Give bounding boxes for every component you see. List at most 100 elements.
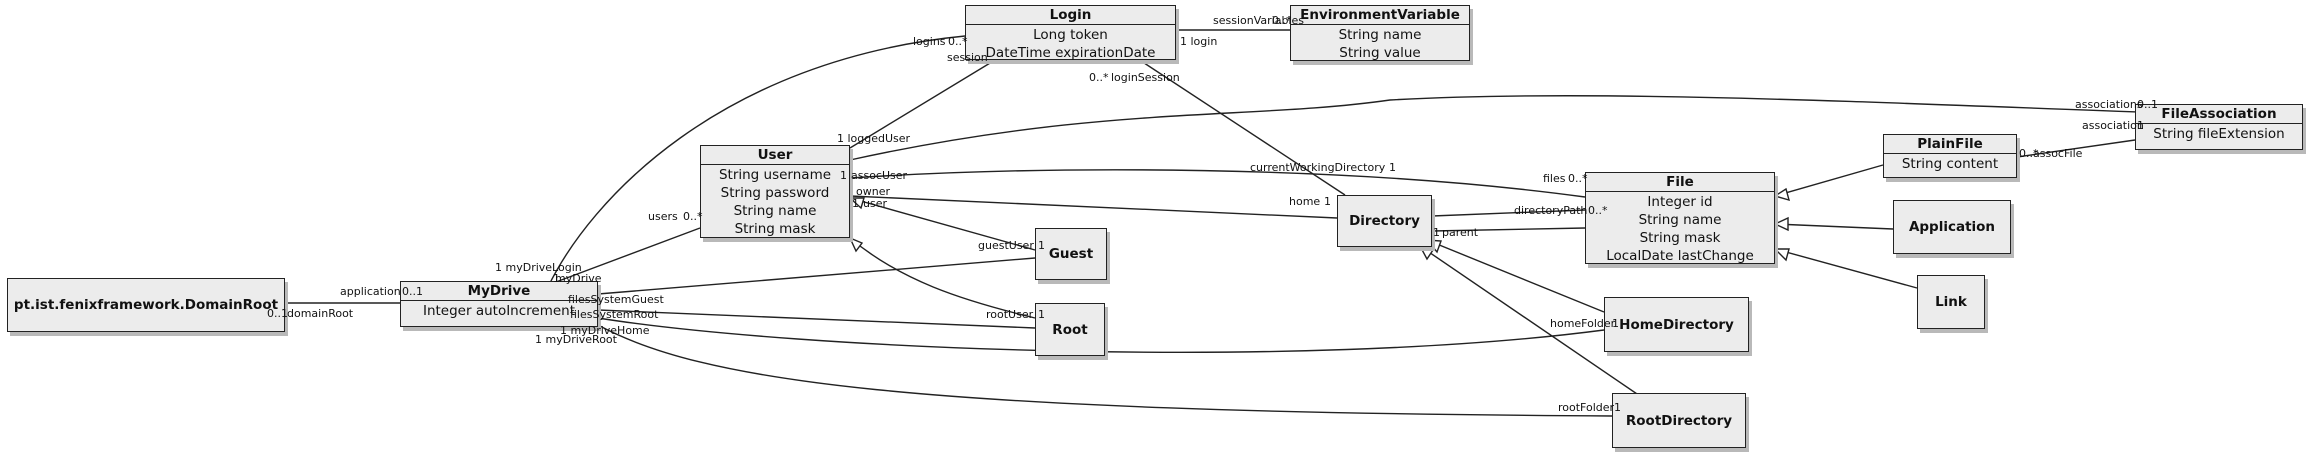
class-mydrive-attributes: Integer autoIncrement <box>401 301 597 321</box>
connector-user-directory <box>849 195 1338 219</box>
class-directory-name: Directory <box>1349 213 1420 229</box>
generalization-arrow-application <box>1773 216 1789 232</box>
role-label: 1 login <box>1180 35 1218 48</box>
connector-directory-file-parent <box>1431 227 1586 232</box>
class-login[interactable]: Login Long token DateTime expirationDate <box>965 5 1176 63</box>
generalization-arrow-rootdirectory <box>1418 244 1435 261</box>
multiplicity-label: 0..* <box>948 35 968 48</box>
generalization-root-user <box>849 237 1036 319</box>
role-label: files <box>1543 172 1566 185</box>
role-label: assocUser <box>851 169 908 182</box>
class-rootdirectory[interactable]: RootDirectory <box>1612 393 1746 448</box>
class-plainfile[interactable]: PlainFile String content <box>1883 134 2017 178</box>
multiplicity-label: 0..* <box>1588 204 1608 217</box>
generalization-arrow-plainfile <box>1773 187 1791 202</box>
connector-mydrive-guest <box>597 257 1036 295</box>
class-fileassociation[interactable]: FileAssociation String fileExtension <box>2135 104 2303 150</box>
multiplicity-label: 0..* <box>1089 71 1109 84</box>
connector-directory-file-path <box>1431 209 1586 217</box>
generalization-arrow-root <box>848 236 864 253</box>
role-label: rootFolder <box>1558 401 1615 414</box>
class-homedirectory[interactable]: HomeDirectory <box>1604 297 1749 352</box>
class-mydrive[interactable]: MyDrive Integer autoIncrement <box>400 281 598 327</box>
role-label: application <box>340 285 401 298</box>
role-label: directoryPath <box>1514 204 1588 217</box>
generalization-link-file <box>1774 248 1918 289</box>
role-label: myDrive <box>555 272 602 285</box>
class-homedirectory-name: HomeDirectory <box>1619 316 1734 333</box>
class-plainfile-attributes: String content <box>1884 154 2016 174</box>
multiplicity-label: 1 <box>1038 239 1045 252</box>
class-root-name: Root <box>1052 321 1088 338</box>
class-fileassociation-attributes: String fileExtension <box>2136 124 2302 144</box>
class-fileassociation-name: FileAssociation <box>2136 105 2302 124</box>
role-label: rootUser <box>986 308 1034 321</box>
connector-mydrive-rootdirectory <box>597 324 1613 417</box>
multiplicity-label: 0..* <box>1568 172 1588 185</box>
generalization-rootdirectory-directory <box>1419 245 1641 397</box>
class-file[interactable]: File Integer id String name String mask … <box>1585 172 1775 264</box>
role-label: 1 myDriveRoot <box>535 333 617 346</box>
role-label: filesSystemGuest <box>568 293 664 306</box>
class-domainroot[interactable]: pt.ist.fenixframework.DomainRoot <box>7 278 285 332</box>
class-directory[interactable]: Directory <box>1337 195 1432 247</box>
class-guest[interactable]: Guest <box>1035 228 1107 280</box>
class-root[interactable]: Root <box>1035 303 1105 356</box>
class-plainfile-name: PlainFile <box>1884 135 2016 154</box>
attribute: String content <box>1901 156 1999 172</box>
class-user[interactable]: User String username String password Str… <box>700 145 850 238</box>
role-label: owner <box>856 185 890 198</box>
role-label: association <box>2082 119 2144 132</box>
multiplicity-label: 0..* <box>2019 147 2039 160</box>
role-label: home <box>1289 195 1321 208</box>
multiplicity-label: 0..1 <box>2137 98 2158 111</box>
connector-mydrive-user <box>547 227 701 286</box>
connector-fileassociation-plainfile <box>2016 139 2136 158</box>
multiplicity-label: 1 <box>1324 195 1331 208</box>
class-application[interactable]: Application <box>1893 200 2011 254</box>
class-environmentvariable[interactable]: EnvironmentVariable String name String v… <box>1290 5 1470 61</box>
multiplicity-label: 1 <box>1038 308 1045 321</box>
attribute: DateTime expirationDate <box>985 45 1156 61</box>
class-link-name: Link <box>1935 294 1967 310</box>
generalization-homedirectory-directory <box>1426 239 1605 313</box>
multiplicity-label: 1 <box>1614 401 1621 414</box>
multiplicity-label: 1 <box>2137 119 2144 132</box>
class-user-name: User <box>701 146 849 165</box>
class-login-attributes: Long token DateTime expirationDate <box>966 25 1175 63</box>
multiplicity-label: 1 <box>1433 226 1440 239</box>
connector-user-fileassociation <box>849 95 2196 161</box>
connector-login-directory <box>1134 56 1346 196</box>
attribute: String password <box>720 185 830 201</box>
attribute: Integer id <box>1647 194 1713 210</box>
attribute: Integer autoIncrement <box>422 303 576 319</box>
class-link[interactable]: Link <box>1917 275 1985 329</box>
multiplicity-label: 1 <box>1612 317 1619 330</box>
multiplicity-label: 1 <box>553 272 560 285</box>
role-label: 1 myDriveLogin <box>495 261 582 274</box>
class-application-name: Application <box>1908 219 1996 235</box>
generalization-plainfile-file <box>1774 164 1884 197</box>
role-label: filesSystemRoot <box>570 308 659 321</box>
role-label: homeFolder <box>1550 317 1616 330</box>
class-user-attributes: String username String password String n… <box>701 165 849 239</box>
multiplicity-label: 0..* <box>1272 14 1292 27</box>
multiplicity-label: 1 <box>1389 161 1396 174</box>
connector-mydrive-root <box>597 309 1036 329</box>
attribute: String value <box>1339 45 1421 61</box>
class-domainroot-name: pt.ist.fenixframework.DomainRoot <box>13 297 279 313</box>
generalization-application-file <box>1774 223 1894 230</box>
role-label: sessionVariables <box>1213 14 1304 27</box>
generalization-guest-user <box>849 197 1036 251</box>
multiplicity-label: 1 <box>840 169 847 182</box>
role-label: parent <box>1442 226 1479 239</box>
connector-user-file <box>849 169 1586 198</box>
class-rootdirectory-name: RootDirectory <box>1625 412 1733 429</box>
role-label: session <box>947 51 988 64</box>
attribute: String name <box>1638 212 1722 228</box>
class-login-name: Login <box>966 6 1175 25</box>
role-label: domainRoot <box>287 307 354 320</box>
role-label: associations <box>2075 98 2143 111</box>
